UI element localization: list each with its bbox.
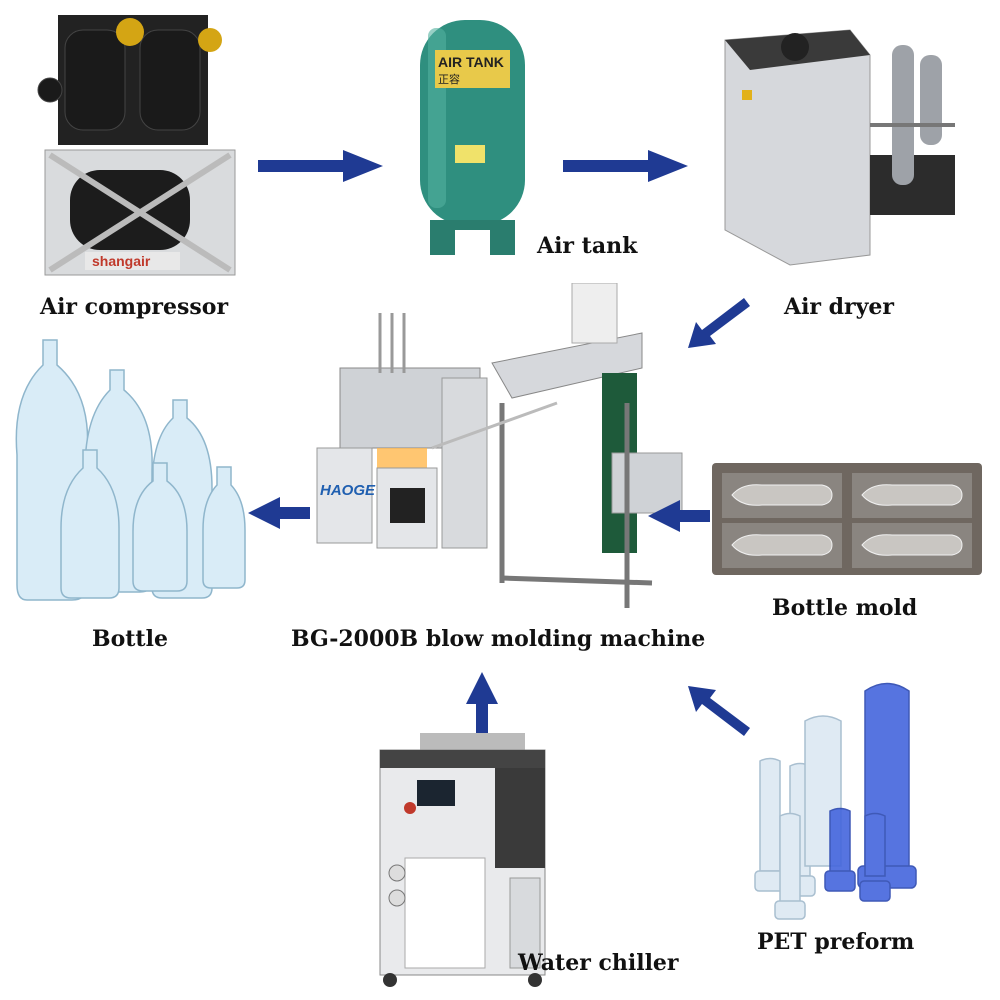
blow-molding-machine-image: HAOGE xyxy=(312,283,684,613)
arrow-diagonal-icon xyxy=(686,682,750,738)
tank-brand-cn-text: 正容 xyxy=(438,72,460,86)
tank-brand-text: AIR TANK xyxy=(438,54,504,70)
label-air-tank: Air tank xyxy=(537,233,638,259)
label-pet-preform: PET preform xyxy=(757,929,915,955)
arrow-left-icon xyxy=(648,500,710,532)
air-dryer-image xyxy=(720,25,960,270)
arrow-right-icon xyxy=(563,150,688,182)
air-tank-image: AIR TANK 正容 xyxy=(410,10,535,255)
arrow-diagonal-icon xyxy=(686,296,750,352)
label-air-dryer: Air dryer xyxy=(784,294,895,320)
machine-brand-text: HAOGE xyxy=(320,482,376,499)
water-chiller-image xyxy=(375,728,555,990)
label-bottle: Bottle xyxy=(92,626,168,652)
arrow-left-icon xyxy=(248,497,310,529)
pet-preform-image xyxy=(750,676,950,926)
arrow-right-icon xyxy=(258,150,383,182)
bottle-mold-image xyxy=(712,458,982,583)
air-compressor-image: shangair xyxy=(30,10,240,285)
arrow-up-icon xyxy=(466,672,498,734)
label-machine: BG-2000B blow molding machine xyxy=(291,626,706,652)
label-water-chiller: Water chiller xyxy=(518,950,679,976)
compressor-brand-text: shangair xyxy=(92,253,151,269)
label-air-compressor: Air compressor xyxy=(40,294,229,320)
bottles-image xyxy=(15,335,250,605)
label-bottle-mold: Bottle mold xyxy=(772,595,918,621)
